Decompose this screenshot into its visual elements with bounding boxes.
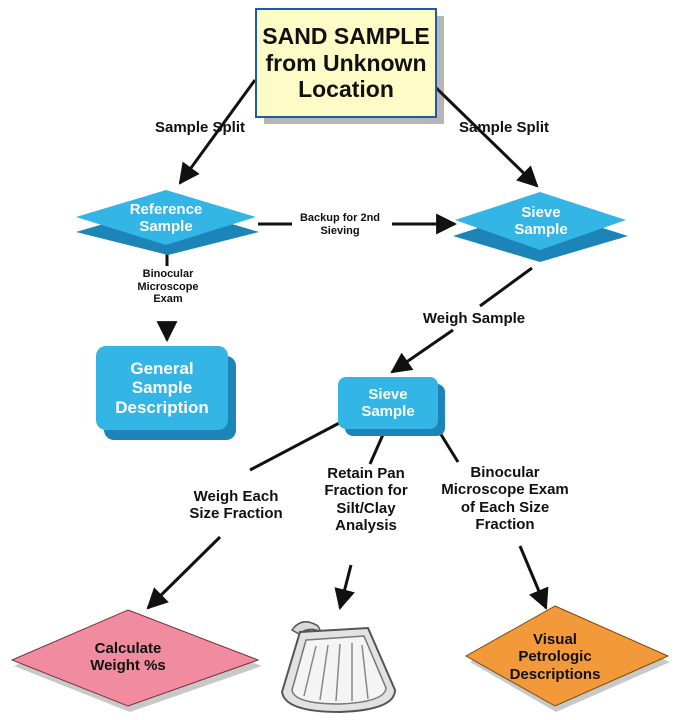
edge-weigh-each-b bbox=[146, 535, 222, 610]
edge-label-backup: Backup for 2nd Sieving bbox=[299, 212, 381, 237]
edge-label-weigh-sample: Weigh Sample bbox=[422, 310, 526, 327]
visual-petrologic-label: Visual Petrologic Descriptions bbox=[509, 631, 601, 683]
reference-sample-label: Reference Sample bbox=[129, 200, 203, 235]
edge-weigh-each-a bbox=[249, 418, 346, 472]
calculate-weight-diamond bbox=[10, 609, 260, 707]
edge-label-weigh-each: Weigh Each Size Fraction bbox=[189, 488, 283, 523]
edge-binocular-each-b bbox=[518, 545, 549, 610]
sieve-sample-mid-box bbox=[338, 377, 438, 429]
edge-label-split-right: Sample Split bbox=[458, 119, 550, 136]
edge-split-left bbox=[178, 79, 257, 185]
edge-weigh-b bbox=[390, 328, 454, 374]
general-description-label: General Sample Description bbox=[115, 358, 209, 417]
edge-retain-b bbox=[334, 564, 355, 611]
edge-label-binocular: Binocular Microscope Exam bbox=[137, 268, 199, 306]
sieve-sample-top-diamond bbox=[455, 192, 626, 250]
reference-sample-diamond bbox=[76, 190, 256, 245]
sand-sample-title: SAND SAMPLE from Unknown Location bbox=[262, 23, 430, 103]
edge-label-retain-pan: Retain Pan Fraction for Silt/Clay Analys… bbox=[324, 465, 408, 534]
visual-petrologic-diamond bbox=[464, 605, 670, 707]
edge-split-right bbox=[426, 78, 539, 188]
calculate-weight-label: Calculate Weight %s bbox=[90, 639, 166, 674]
sieve-sample-mid-label: Sieve Sample bbox=[361, 385, 415, 420]
sand-sample-box bbox=[255, 8, 437, 118]
general-description-box bbox=[96, 346, 228, 430]
edge-weigh-a bbox=[479, 266, 533, 308]
dustpan-icon bbox=[280, 621, 397, 714]
edge-label-split-left: Sample Split bbox=[154, 119, 246, 136]
sieve-sample-top-label: Sieve Sample bbox=[514, 203, 568, 238]
edge-label-binocular-each: Binocular Microscope Exam of Each Size F… bbox=[441, 464, 569, 533]
